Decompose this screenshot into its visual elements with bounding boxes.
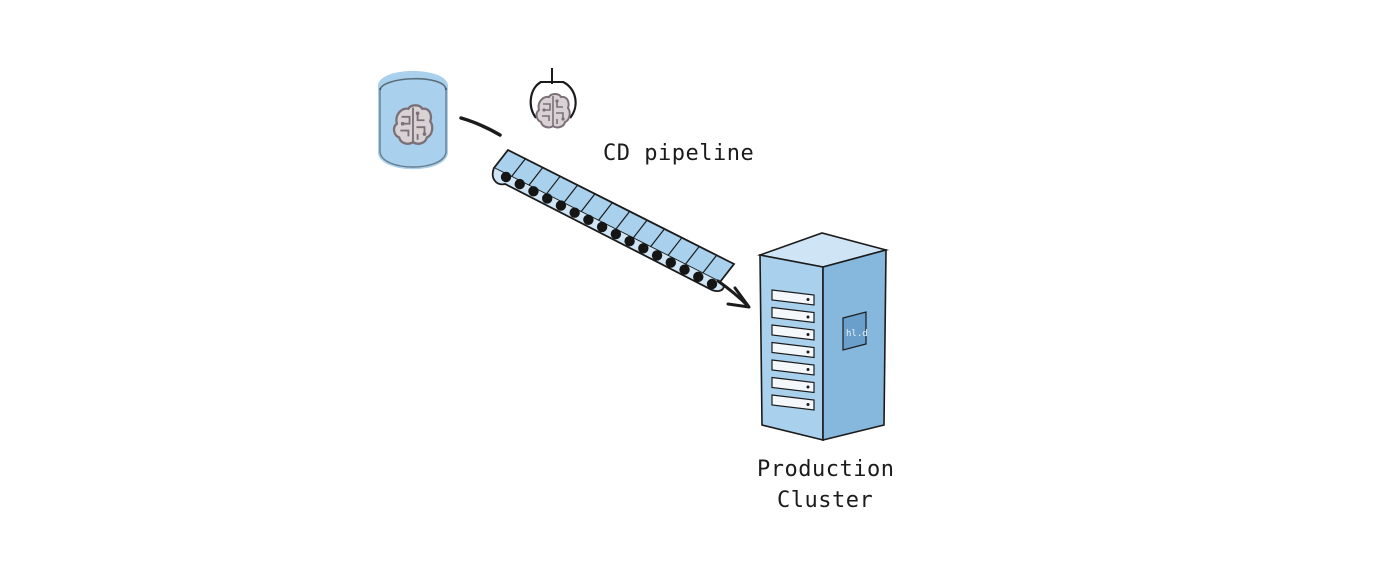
belt-roller [665, 257, 676, 268]
belt-roller [638, 243, 649, 254]
rack-unit-led [806, 368, 810, 371]
belt-roller [624, 236, 635, 247]
belt-slat [667, 237, 683, 257]
rack-unit [771, 324, 815, 341]
connector-line [459, 116, 502, 137]
belt-slat [580, 193, 596, 213]
pipeline-label: CD pipeline [603, 141, 755, 166]
belt-rollers [500, 171, 718, 290]
belt-roller [542, 193, 553, 204]
belt-roller [555, 200, 567, 211]
belt-slat [545, 175, 561, 195]
conveyor-belt-icon [491, 148, 736, 292]
cluster-label-line1: Production [757, 457, 895, 482]
belt-slat [702, 254, 718, 274]
belt-roller [596, 221, 608, 233]
belt-slat [632, 219, 648, 239]
belt-roller [706, 278, 718, 290]
belt-slat [684, 246, 700, 265]
belt-roller [569, 207, 580, 218]
rack-units [771, 289, 815, 411]
belt-roller [610, 228, 622, 240]
belt-roller [514, 178, 525, 190]
model-store-cylinder-icon [378, 71, 448, 170]
belt-slat [563, 184, 579, 204]
arrow-icon [716, 279, 751, 309]
rack-unit [771, 306, 815, 324]
robot-claw-icon [529, 68, 577, 129]
belt-roller [500, 171, 512, 183]
belt-slat [528, 167, 544, 186]
rack-unit [771, 341, 815, 359]
belt-roller [583, 214, 594, 225]
belt-roller [528, 186, 539, 197]
rack-unit [771, 376, 815, 394]
rack-logo-icon: hl.d [842, 311, 868, 351]
rack-unit-led [806, 333, 810, 336]
belt-slat [597, 202, 613, 221]
belt-slats [510, 158, 718, 274]
brain-icon [392, 104, 434, 145]
belt-roller [679, 264, 690, 275]
belt-slat [615, 211, 631, 230]
rack-unit-led [806, 350, 810, 354]
brain-icon [535, 93, 571, 129]
cluster-label-line2: Cluster [777, 488, 874, 513]
svg-text:hl.d: hl.d [846, 329, 868, 339]
belt-slat [510, 158, 526, 178]
rack-unit [771, 289, 815, 306]
rack-unit-led [806, 385, 810, 389]
belt-roller [651, 250, 663, 261]
server-rack-icon: hl.d [756, 232, 890, 442]
rack-unit-led [806, 315, 810, 319]
rack-unit-led [806, 403, 810, 406]
rack-unit [771, 394, 815, 411]
belt-slat [649, 228, 665, 248]
rack-unit [771, 359, 815, 376]
rack-unit-led [806, 298, 810, 301]
belt-roller [693, 271, 704, 283]
